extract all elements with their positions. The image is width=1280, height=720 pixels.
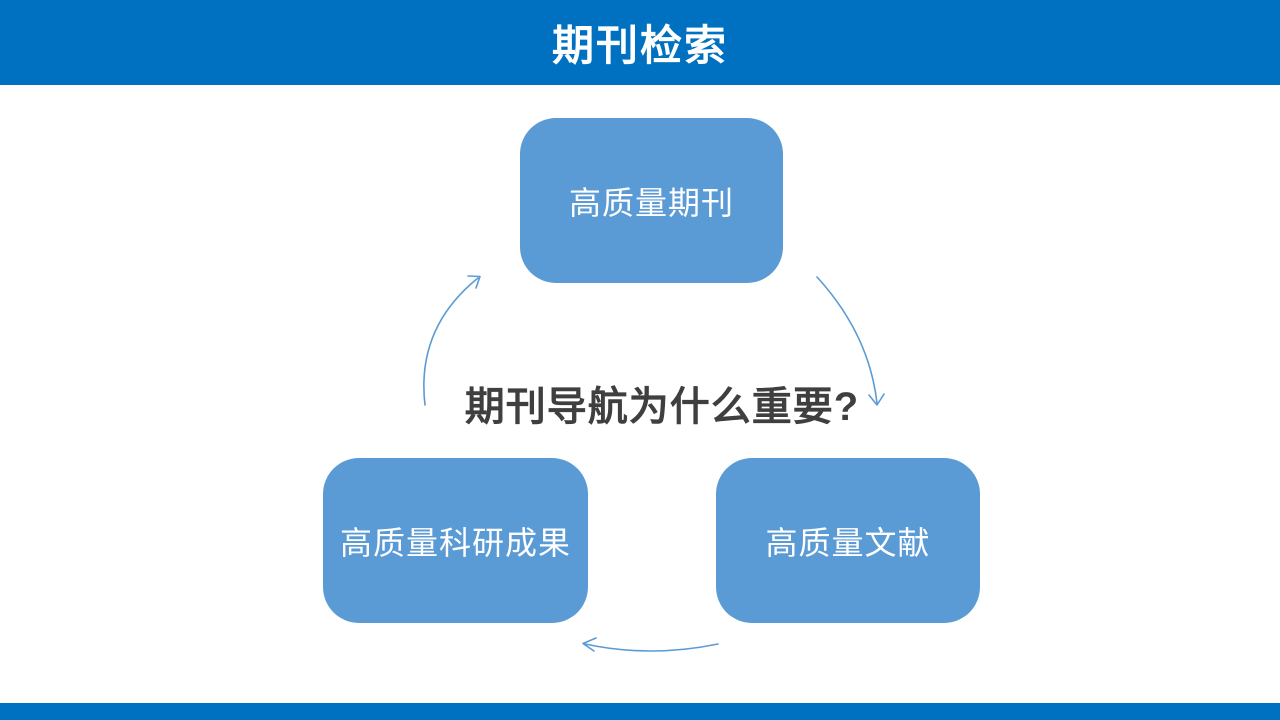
arrow-left-icon [584, 643, 719, 652]
node-high-quality-research-results: 高质量科研成果 [323, 458, 588, 623]
arrow-up-head-icon [467, 275, 481, 289]
node-label: 高质量期刊 [568, 184, 734, 221]
node-high-quality-literature: 高质量文献 [716, 458, 980, 623]
arrow-left-head-icon [582, 637, 597, 652]
slide-title: 期刊检索 [551, 22, 728, 69]
node-label: 高质量科研成果 [339, 524, 571, 561]
footer-bar [0, 703, 1280, 720]
node-label: 高质量文献 [765, 524, 931, 561]
header-bar: 期刊检索 [0, 0, 1280, 85]
node-high-quality-journals: 高质量期刊 [520, 118, 783, 283]
center-question: 期刊导航为什么重要? [464, 385, 860, 429]
